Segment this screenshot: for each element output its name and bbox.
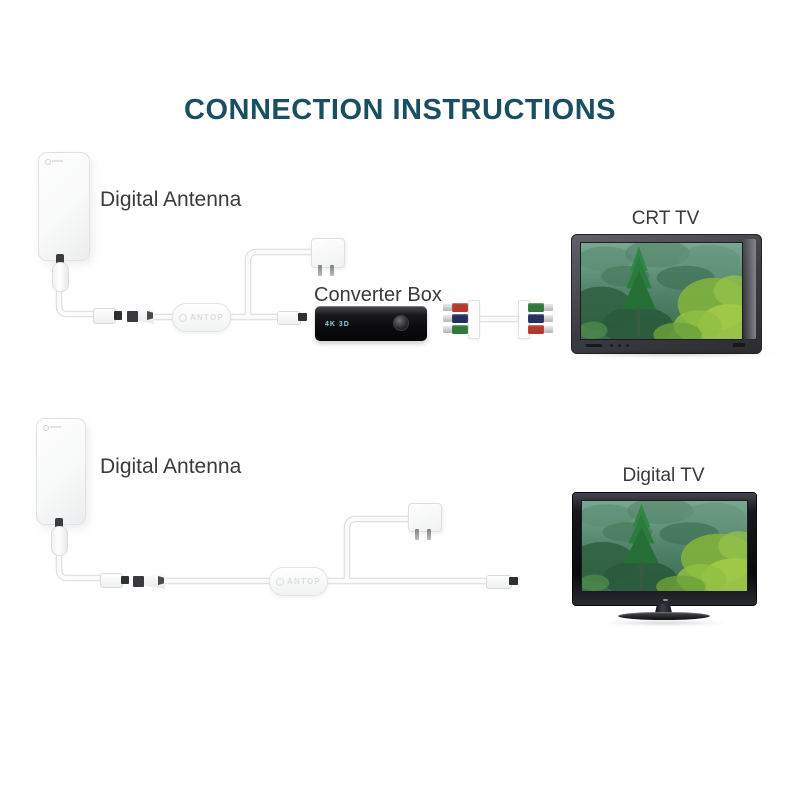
rca-plug-blue xyxy=(528,314,544,323)
coax-female-tip xyxy=(114,311,122,320)
converter-box: 4K 3D xyxy=(315,306,427,341)
digital-antenna-panel xyxy=(38,152,90,261)
antenna-cable-nub xyxy=(56,254,64,264)
antenna-cable-connector xyxy=(51,526,68,556)
rca-plug-tip xyxy=(443,315,452,322)
converter-display-3d: 3D xyxy=(338,321,350,328)
coax-connector-tip xyxy=(509,577,518,585)
rca-plug-red xyxy=(528,325,544,334)
digital-tv-screen xyxy=(581,500,748,592)
crt-button xyxy=(626,344,629,347)
coax-female-tip xyxy=(121,576,129,584)
antop-ring-icon xyxy=(276,577,285,586)
antop-logo-wordmark xyxy=(52,160,63,162)
coax-male-connector xyxy=(138,308,154,324)
tv-stand-base xyxy=(618,612,710,620)
page-title: CONNECTION INSTRUCTIONS xyxy=(184,94,616,126)
crt-shadow xyxy=(560,350,780,358)
rca-plug-tip xyxy=(544,315,553,322)
antenna-label: Digital Antenna xyxy=(100,455,242,478)
antop-logo-wordmark xyxy=(50,426,61,428)
signal-amplifier: ANTOP xyxy=(269,567,328,596)
antop-ring-icon xyxy=(179,313,188,322)
power-adapter xyxy=(408,503,442,532)
antop-logo-icon xyxy=(45,159,51,165)
rca-plug-tip xyxy=(544,304,553,311)
rca-plug-tip xyxy=(544,326,553,333)
crt-speaker-grille xyxy=(586,344,602,347)
digital-tv-label: Digital TV xyxy=(622,465,705,486)
rca-plug-blue xyxy=(452,314,468,323)
digital-antenna-panel xyxy=(36,418,86,525)
power-prong xyxy=(415,529,419,540)
power-adapter xyxy=(311,238,345,268)
component-strap-left xyxy=(468,300,480,339)
rca-plug-tip xyxy=(443,326,452,333)
rca-plug-green xyxy=(452,325,468,334)
digital-tv xyxy=(572,492,757,606)
signal-amplifier: ANTOP xyxy=(172,303,231,332)
crt-screen xyxy=(580,242,743,340)
coax-female-connector xyxy=(93,308,116,324)
coax-connector-tip xyxy=(298,313,307,321)
tv-logo-dot xyxy=(662,599,668,601)
forest-image xyxy=(581,243,742,339)
amplifier-brand: ANTOP xyxy=(287,577,321,586)
coax-male-stripe xyxy=(147,311,153,320)
coax-male-body xyxy=(127,311,138,322)
crt-slot xyxy=(733,343,745,347)
tv-stand-neck xyxy=(655,604,672,613)
power-prong xyxy=(427,529,431,540)
converter-knob xyxy=(393,315,409,331)
antenna-cable-connector xyxy=(52,262,69,292)
crt-side-panel xyxy=(743,239,756,339)
converter-box-label: Converter Box xyxy=(314,284,442,306)
crt-tv xyxy=(571,234,762,354)
rca-plug-green xyxy=(528,303,544,312)
crt-button xyxy=(618,344,621,347)
antop-logo-icon xyxy=(43,425,49,431)
antenna-label: Digital Antenna xyxy=(100,188,242,211)
power-prong xyxy=(318,265,322,276)
coax-female-connector xyxy=(100,573,123,588)
converter-display-4k: 4K xyxy=(325,321,336,328)
coax-male-connector xyxy=(144,573,165,589)
amplifier-brand: ANTOP xyxy=(190,313,224,322)
tv-shadow xyxy=(600,620,730,626)
antenna-cable-nub xyxy=(55,518,63,528)
coax-male-body xyxy=(133,576,144,587)
rca-plug-red xyxy=(452,303,468,312)
forest-image xyxy=(582,501,747,591)
crt-tv-label: CRT TV xyxy=(631,208,700,229)
coax-male-stripe xyxy=(158,576,164,585)
converter-display: 4K 3D xyxy=(325,321,350,328)
crt-button xyxy=(610,344,613,347)
power-prong xyxy=(330,265,334,276)
rca-plug-tip xyxy=(443,304,452,311)
